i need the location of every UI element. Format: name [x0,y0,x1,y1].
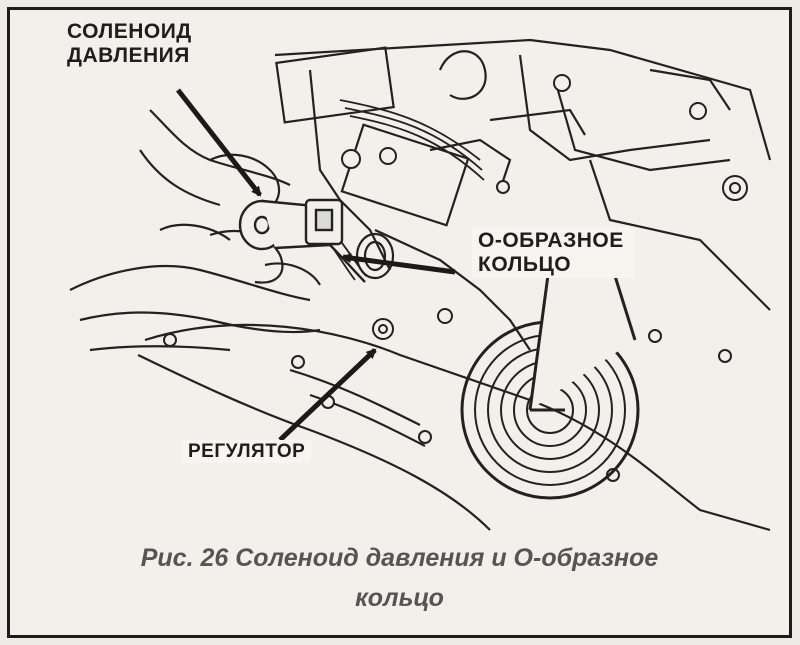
valve-body-bolts [341,74,748,340]
label-regulator: РЕГУЛЯТОР [182,440,312,464]
caption-line-1: Рис. 26 Соленоид давления и О-образное [140,544,659,572]
figure-caption: Рис. 26 Соленоид давления и О-образное к… [10,538,789,618]
accumulator-piston [460,258,640,500]
label-pressure-solenoid: СОЛЕНОИД ДАВЛЕНИЯ [67,20,192,67]
callout-arrows [176,88,456,442]
o-ring-arrow [341,253,456,275]
label-o-ring: О-ОБРАЗНОЕ КОЛЬЦО [472,227,634,279]
caption-line-2: кольцо [355,584,444,612]
figure-frame: СОЛЕНОИД ДАВЛЕНИЯ О-ОБРАЗНОЕ КОЛЬЦО РЕГУ… [7,7,792,638]
gasket-plate [137,323,771,532]
o-ring [355,232,395,280]
pressure-solenoid [238,198,366,283]
valve-body-housing [274,38,772,351]
transmission-valve-body-illustration [69,38,772,532]
regulator-arrow [278,348,377,442]
solenoid-arrow [176,88,262,197]
technician-hands [69,109,321,352]
